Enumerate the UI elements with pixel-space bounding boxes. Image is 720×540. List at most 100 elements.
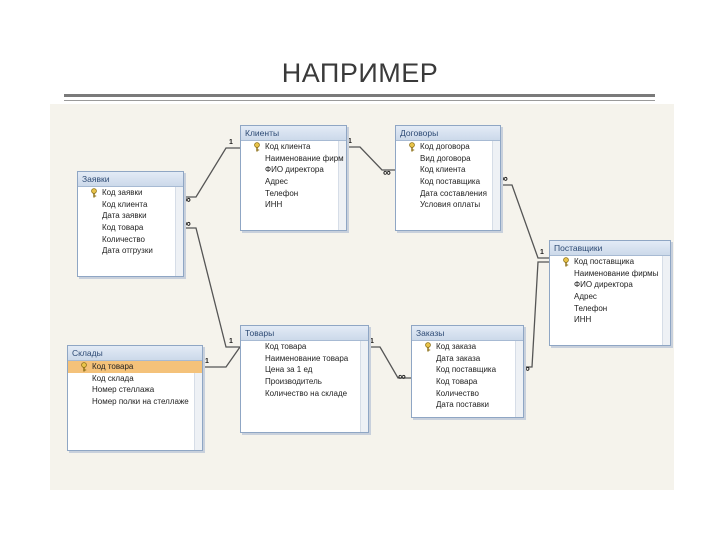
primary-key-icon — [80, 362, 88, 372]
field-row[interactable]: Код заявки — [78, 187, 183, 199]
field-row[interactable]: Код товара — [412, 376, 523, 388]
field-label: Номер полки на стеллаже — [92, 397, 189, 407]
scrollbar[interactable] — [360, 341, 368, 432]
table-title[interactable]: Договоры — [396, 126, 500, 141]
field-label: Код поставщика — [574, 257, 635, 266]
field-row[interactable]: Код клиента — [396, 164, 500, 176]
field-label: Количество — [102, 234, 145, 244]
scrollbar[interactable] — [338, 141, 346, 230]
link-sklady-tovary — [202, 346, 241, 368]
field-row[interactable]: Код склада — [68, 373, 202, 385]
field-row[interactable]: ИНН — [241, 199, 346, 211]
scrollbar[interactable] — [492, 141, 500, 230]
field-row[interactable]: Номер стеллажа — [68, 384, 202, 396]
field-row[interactable]: Производитель — [241, 376, 368, 388]
field-row[interactable]: Наименование фирм — [241, 153, 346, 165]
field-label: Код товара — [102, 223, 144, 233]
field-row[interactable]: Код договора — [396, 141, 500, 153]
scrollbar[interactable] — [515, 341, 523, 417]
field-row[interactable]: Код товара — [78, 222, 183, 234]
field-row[interactable]: Код клиента — [241, 141, 346, 153]
field-label: Код клиента — [265, 142, 311, 151]
many-marker: ∞ — [522, 363, 530, 375]
field-label: Цена за 1 ед — [265, 365, 313, 375]
field-label: Код склада — [92, 373, 134, 383]
field-row[interactable]: Код товара — [241, 341, 368, 353]
one-marker: 1 — [540, 249, 544, 256]
field-label: Телефон — [265, 188, 299, 198]
field-row[interactable]: Дата отгрузки — [78, 245, 183, 257]
field-row[interactable]: Телефон — [550, 303, 670, 315]
table-title[interactable]: Товары — [241, 326, 368, 341]
field-row[interactable]: Адрес — [241, 176, 346, 188]
one-marker: 1 — [205, 358, 209, 365]
field-row[interactable]: ФИО директора — [241, 164, 346, 176]
field-row[interactable]: Дата поставки — [412, 399, 523, 411]
field-row[interactable]: Дата составления — [396, 188, 500, 200]
field-row[interactable]: Наименование фирмы — [550, 268, 670, 280]
field-row[interactable]: Адрес — [550, 291, 670, 303]
field-row[interactable]: Количество — [78, 234, 183, 246]
scrollbar[interactable] — [662, 256, 670, 345]
field-row[interactable]: Дата заявки — [78, 210, 183, 222]
table-title[interactable]: Клиенты — [241, 126, 346, 141]
field-row[interactable]: Код товара — [68, 361, 202, 373]
field-label: Адрес — [574, 292, 597, 302]
field-row[interactable]: Количество — [412, 388, 523, 400]
field-row[interactable]: Дата заказа — [412, 353, 523, 365]
field-row[interactable]: Количество на складе — [241, 388, 368, 400]
field-label: Код клиента — [420, 165, 466, 175]
scrollbar[interactable] — [194, 361, 202, 450]
link-klienty-zayavki — [183, 147, 240, 198]
primary-key-icon — [253, 142, 261, 152]
link-postavshiki-dogovory — [500, 184, 549, 259]
field-label: Код договора — [420, 142, 470, 151]
field-label: Код поставщика — [420, 177, 481, 187]
link-postavshiki-zakazy — [522, 261, 549, 368]
primary-key-icon — [562, 257, 570, 267]
field-row[interactable]: Код заказа — [412, 341, 523, 353]
field-row[interactable]: ФИО директора — [550, 279, 670, 291]
field-row[interactable]: Телефон — [241, 188, 346, 200]
field-label: ИНН — [265, 200, 283, 210]
one-marker: 1 — [229, 338, 233, 345]
field-row[interactable]: Наименование товара — [241, 353, 368, 365]
table-title[interactable]: Заявки — [78, 172, 183, 187]
field-label: Количество — [436, 388, 479, 398]
field-row[interactable]: Условия оплаты — [396, 199, 500, 211]
primary-key-icon — [408, 142, 416, 152]
table-title[interactable]: Поставщики — [550, 241, 670, 256]
field-label: Дата составления — [420, 188, 487, 198]
table-title[interactable]: Заказы — [412, 326, 523, 341]
slide-title: НАПРИМЕР — [281, 58, 439, 88]
table-title[interactable]: Склады — [68, 346, 202, 361]
field-row[interactable]: Вид договора — [396, 153, 500, 165]
field-row[interactable]: Номер полки на стеллаже — [68, 396, 202, 408]
one-marker: 1 — [348, 138, 352, 145]
field-row[interactable]: Код клиента — [78, 199, 183, 211]
link-tovary-zakazy — [367, 346, 411, 379]
field-row[interactable]: Код поставщика — [396, 176, 500, 188]
scrollbar[interactable] — [175, 187, 183, 276]
field-label: Вид договора — [420, 153, 471, 163]
field-row[interactable]: Код поставщика — [412, 364, 523, 376]
field-label: Наименование товара — [265, 353, 349, 363]
field-row[interactable]: ИНН — [550, 314, 670, 326]
field-row[interactable]: Цена за 1 ед — [241, 364, 368, 376]
field-label: Дата заказа — [436, 353, 481, 363]
field-row[interactable]: Код поставщика — [550, 256, 670, 268]
